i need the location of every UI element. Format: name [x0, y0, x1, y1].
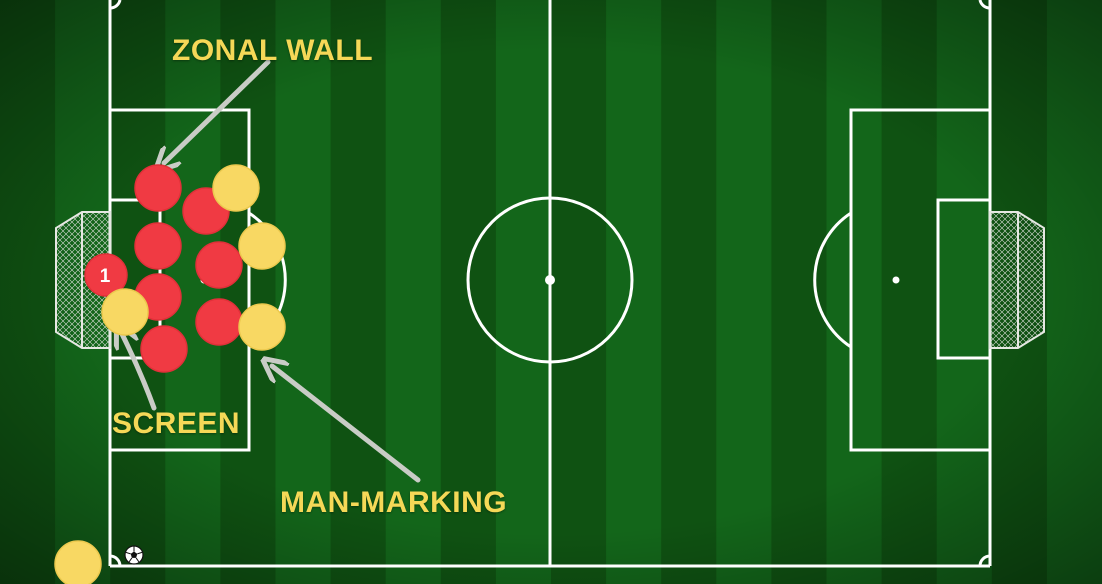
annotation-arrows	[122, 59, 421, 483]
defender-token[interactable]	[140, 325, 188, 373]
corner-arc-top-left	[109, 0, 122, 10]
screen-label: SCREEN	[112, 407, 241, 440]
attacker-token-corner-taker[interactable]	[54, 540, 102, 584]
centre-spot	[545, 275, 555, 285]
goalkeeper-number: 1	[100, 266, 111, 287]
attacker-token[interactable]	[101, 288, 149, 336]
football-icon[interactable]	[124, 545, 144, 565]
attacker-token[interactable]	[238, 222, 286, 270]
goalkeeper-token[interactable]	[84, 253, 128, 297]
corner-arc-top-right	[978, 0, 991, 10]
defender-token[interactable]	[195, 241, 243, 289]
corner-arc-bottom-left	[109, 554, 122, 567]
attackers	[54, 164, 286, 584]
defender-token[interactable]	[195, 298, 243, 346]
defenders	[134, 164, 243, 373]
man-marking-arrow	[272, 366, 421, 483]
right-penalty-spot	[892, 276, 900, 284]
defender-token[interactable]	[134, 222, 182, 270]
screen-arrow	[122, 334, 157, 411]
attacker-token[interactable]	[212, 164, 260, 212]
man-marking-label: MAN-MARKING	[280, 486, 508, 519]
corner-arc-bottom-right	[978, 554, 991, 567]
goal-net-left-icon	[55, 211, 111, 349]
attacker-token[interactable]	[238, 303, 286, 351]
centre-circle	[466, 196, 634, 364]
goal-net-right-icon	[989, 211, 1045, 349]
zonal-wall-label: ZONAL WALL	[172, 34, 374, 67]
right-penalty-arc	[813, 211, 852, 349]
defender-token[interactable]	[134, 164, 182, 212]
zonal-wall-arrow	[164, 59, 271, 163]
